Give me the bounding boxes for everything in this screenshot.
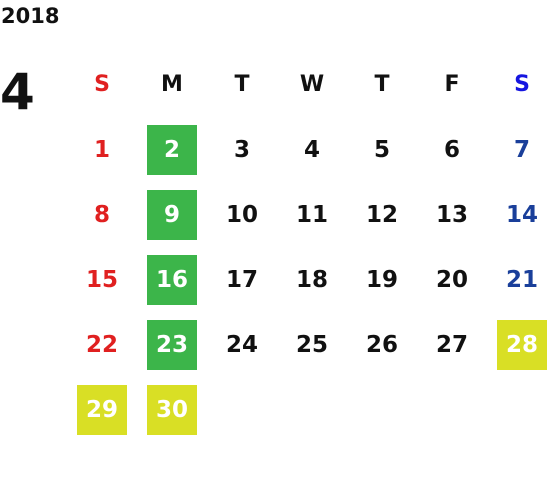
weekday-header-row: S M T W T F S [67,60,548,110]
day-cell[interactable]: 3 [233,137,250,163]
week-row: 1 2 3 4 5 6 7 [67,125,548,175]
day-cell[interactable]: 12 [365,202,398,228]
day-cell[interactable]: 27 [435,332,468,358]
weekday-friday: F [444,72,460,97]
day-cell[interactable]: 24 [225,332,258,358]
day-cell[interactable]: 7 [513,137,530,163]
day-cell[interactable]: 4 [303,137,320,163]
day-cell[interactable]: 29 [77,385,127,435]
day-cell[interactable]: 6 [443,137,460,163]
day-cell[interactable]: 19 [365,267,398,293]
month-label: 4 [0,63,35,121]
weekday-monday: M [161,72,183,97]
day-cell[interactable]: 26 [365,332,398,358]
day-cell[interactable]: 20 [435,267,468,293]
day-cell[interactable]: 13 [435,202,468,228]
weekday-tuesday: T [234,72,250,97]
week-row: 15 16 17 18 19 20 21 [67,255,548,305]
day-cell[interactable]: 21 [505,267,538,293]
day-cell[interactable]: 23 [147,320,197,370]
day-cell[interactable]: 18 [295,267,328,293]
day-cell[interactable]: 16 [147,255,197,305]
day-cell[interactable]: 10 [225,202,258,228]
day-cell[interactable]: 30 [147,385,197,435]
day-cell[interactable]: 2 [147,125,197,175]
week-row: 8 9 10 11 12 13 14 [67,190,548,240]
weekday-thursday: T [374,72,390,97]
day-cell[interactable]: 14 [505,202,538,228]
day-cell[interactable]: 22 [85,332,118,358]
day-cell[interactable]: 25 [295,332,328,358]
day-cell[interactable]: 5 [373,137,390,163]
year-label: 2018 [1,4,60,28]
weekday-saturday: S [514,72,530,97]
day-cell[interactable]: 11 [295,202,328,228]
day-cell[interactable]: 8 [93,202,110,228]
day-cell[interactable]: 15 [85,267,118,293]
day-cell[interactable]: 17 [225,267,258,293]
weekday-wednesday: W [299,72,325,97]
day-cell[interactable]: 9 [147,190,197,240]
week-row: 29 30 [67,385,548,435]
day-cell[interactable]: 28 [497,320,547,370]
week-row: 22 23 24 25 26 27 28 [67,320,548,370]
weekday-sunday: S [94,72,110,97]
day-cell[interactable]: 1 [93,137,110,163]
